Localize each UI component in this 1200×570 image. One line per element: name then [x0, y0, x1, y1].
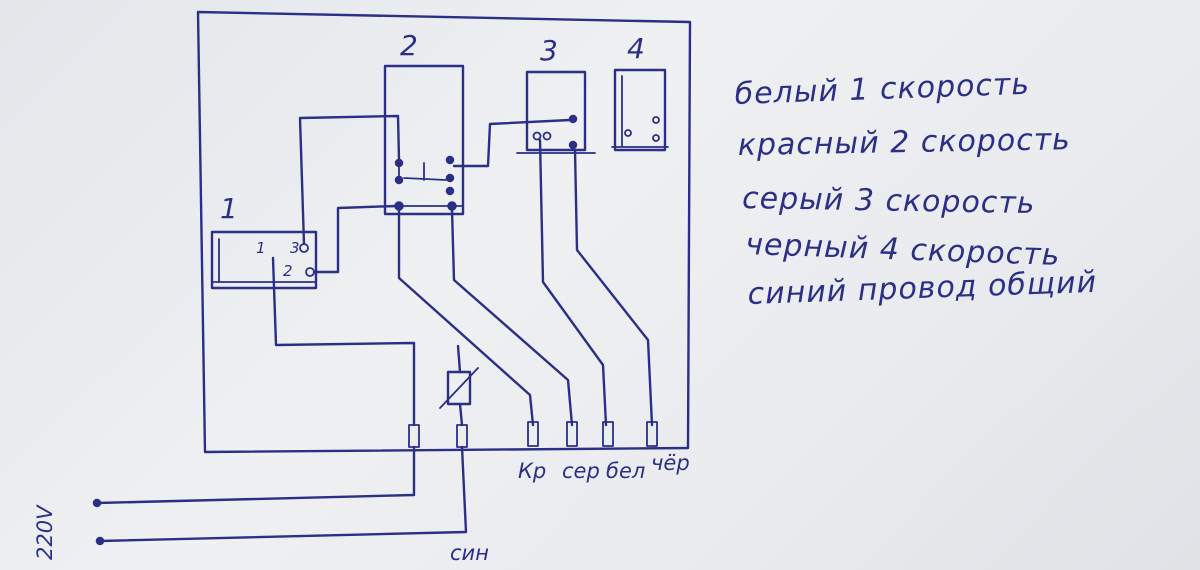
- legend: белый 1 скорость красный 2 скорость серы…: [734, 67, 1098, 312]
- block-4-label: 4: [627, 32, 645, 65]
- supply-wiring: [92, 445, 468, 546]
- supply-terminal-2: [95, 536, 105, 546]
- wire-label-kr: Кр: [518, 459, 546, 483]
- block-1-terminal-2: 2: [283, 262, 293, 280]
- block-1-terminal-1: 1: [256, 239, 266, 257]
- block-2: 2: [383, 29, 465, 216]
- wire-label-ser: сер: [562, 459, 600, 483]
- legend-line-4: черный 4 скорость: [745, 227, 1061, 273]
- block-1: 1 1 3 2: [210, 192, 318, 290]
- supply-terminal-1: [92, 498, 102, 508]
- block-4: 4: [611, 32, 669, 152]
- block-2-label: 2: [400, 29, 418, 62]
- wire-label-cher: чёр: [651, 451, 690, 475]
- fuse: [439, 367, 479, 409]
- legend-line-2: красный 2 скорость: [738, 122, 1072, 163]
- block-1-terminal-3: 3: [290, 239, 300, 257]
- legend-line-3: серый 3 скорость: [742, 181, 1036, 221]
- voltage-label: 220V: [33, 504, 57, 560]
- wire-label-sin: син: [450, 541, 489, 565]
- wire-label-bel: бел: [606, 459, 645, 483]
- housing-outline: [196, 10, 692, 454]
- internal-wiring: [271, 114, 654, 427]
- legend-line-5: синий провод общий: [747, 265, 1098, 312]
- block-3: 3: [516, 34, 596, 154]
- block-1-label: 1: [220, 192, 238, 225]
- legend-line-1: белый 1 скорость: [734, 67, 1031, 112]
- block-3-label: 3: [540, 34, 558, 67]
